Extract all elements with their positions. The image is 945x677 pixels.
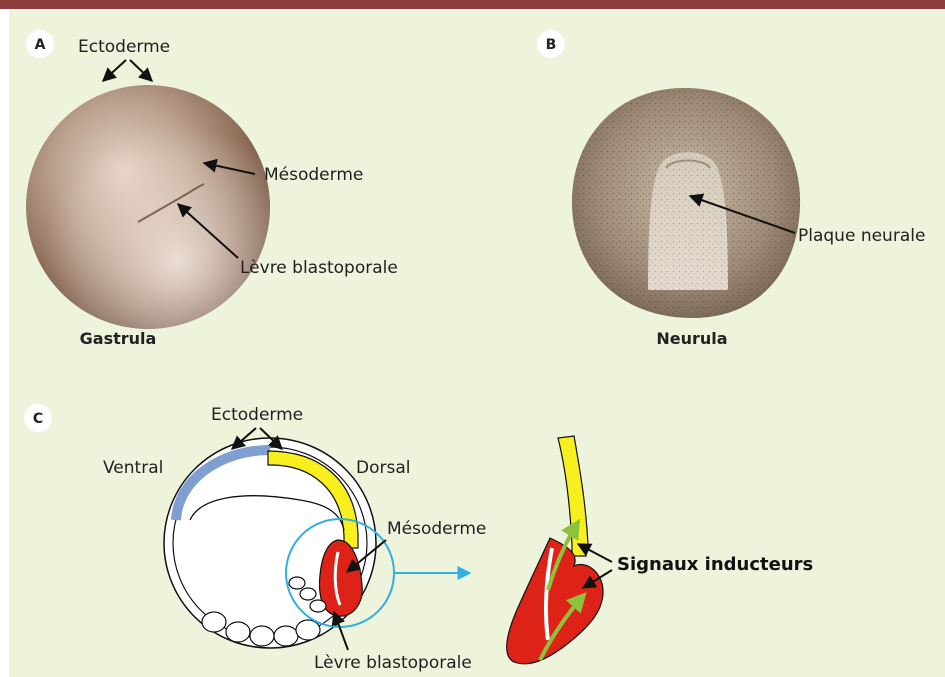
label-a-levre: Lèvre blastoporale <box>240 258 398 278</box>
label-c-ectoderme: Ectoderme <box>211 405 303 425</box>
panel-b-badge-label: B <box>546 37 557 53</box>
gastrula-embryo <box>26 85 270 329</box>
arrow-a-ectoderme-right <box>130 60 152 81</box>
arrow-a-ectoderme-left <box>103 60 126 81</box>
ectoderm-detail <box>558 436 588 556</box>
panel-b: B Plaque neurale Neurula <box>537 30 925 348</box>
panel-c-badge-label: C <box>33 411 43 427</box>
label-a-mesoderme: Mésoderme <box>264 165 363 185</box>
panel-c: C <box>24 404 813 673</box>
caption-neurula: Neurula <box>656 329 727 348</box>
label-c-dorsal: Dorsal <box>356 458 410 478</box>
label-c-signaux: Signaux inducteurs <box>617 554 813 575</box>
label-b-plaque: Plaque neurale <box>798 226 925 246</box>
neurula-embryo <box>572 88 800 318</box>
label-c-mesoderme: Mésoderme <box>387 519 486 539</box>
mesoderm-detail <box>507 538 603 664</box>
caption-gastrula: Gastrula <box>80 329 157 348</box>
label-c-ventral: Ventral <box>103 458 163 478</box>
gastrula-schematic <box>164 438 376 648</box>
panel-a-badge-label: A <box>35 37 46 53</box>
panel-a: A Ectoderme Mésoderme Lèvre blastoporale… <box>26 30 398 348</box>
label-a-ectoderme: Ectoderme <box>78 37 170 57</box>
label-c-levre: Lèvre blastoporale <box>314 653 472 673</box>
